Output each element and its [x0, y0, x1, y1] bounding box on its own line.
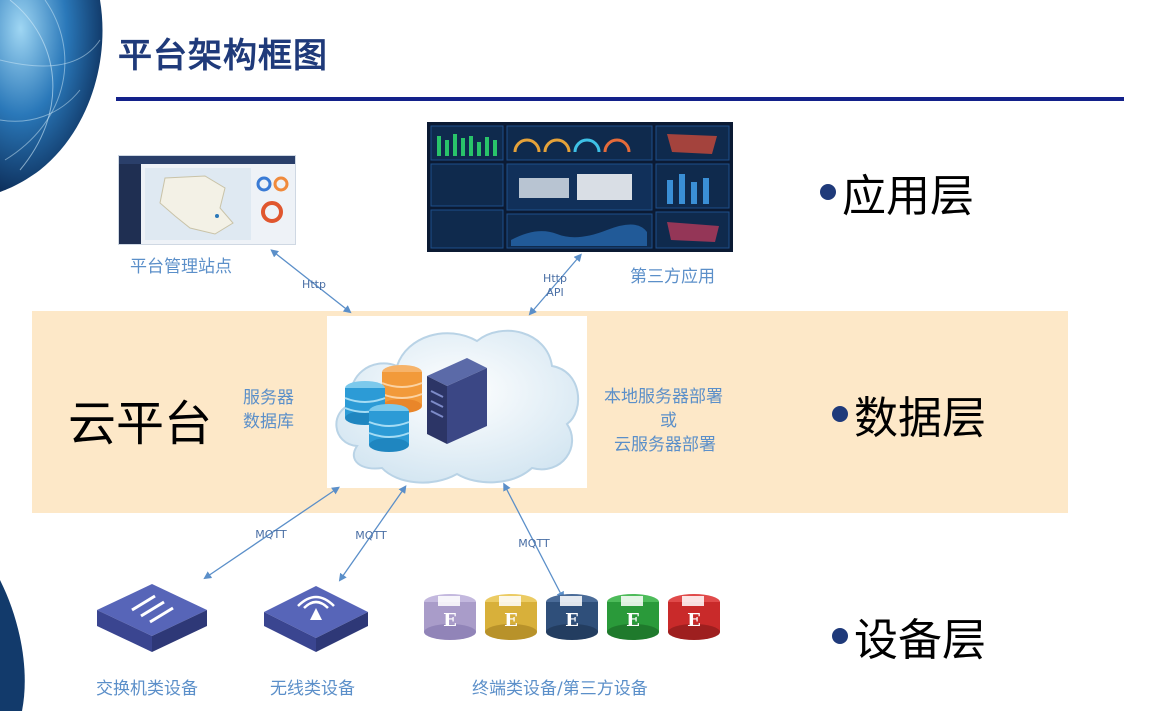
bullet-icon	[820, 184, 836, 200]
admin-site-screenshot	[118, 155, 296, 245]
cloud-platform-label: 云平台	[68, 396, 213, 452]
server-label: 服务器	[243, 388, 294, 408]
globe-decoration	[0, 0, 103, 711]
terminal-device-red-icon: E	[668, 594, 720, 640]
svg-text:E: E	[687, 610, 701, 631]
layer-device-label: 设备层	[854, 615, 986, 666]
switch-device-icon	[97, 584, 207, 652]
http-right-label: Http	[543, 272, 567, 285]
mqtt-switch-label: MQTT	[255, 528, 287, 541]
wireless-device-label: 无线类设备	[270, 679, 355, 699]
deploy-cloud: 云服务器部署	[614, 435, 716, 455]
third-party-dashboard-screenshot	[427, 122, 733, 252]
third-party-app-label: 第三方应用	[630, 267, 715, 287]
title-divider	[116, 97, 1124, 101]
layer-device: 设备层	[832, 604, 986, 668]
database-label: 数据库	[243, 412, 294, 432]
terminal-device-navy-icon: E	[546, 594, 598, 640]
svg-text:E: E	[565, 610, 579, 631]
layer-data: 数据层	[832, 382, 986, 446]
api-label: API	[546, 286, 564, 299]
deploy-local: 本地服务器部署	[604, 387, 723, 407]
layer-app: 应用层	[820, 160, 974, 224]
terminal-devices-icons: E E E E E	[424, 594, 720, 640]
svg-text:E: E	[626, 610, 640, 631]
server-tower-icon	[427, 358, 487, 444]
layer-data-label: 数据层	[854, 393, 986, 444]
switch-device-label: 交换机类设备	[96, 679, 198, 699]
wireless-device-icon	[264, 586, 368, 652]
svg-text:E: E	[443, 610, 457, 631]
terminal-device-gold-icon: E	[485, 594, 537, 640]
bullet-icon	[832, 406, 848, 422]
http-left-label: Http	[302, 278, 326, 291]
terminal-device-purple-icon: E	[424, 594, 476, 640]
database-blue-icon-2	[368, 404, 410, 452]
terminal-device-green-icon: E	[607, 594, 659, 640]
terminal-device-label: 终端类设备/第三方设备	[472, 679, 648, 699]
mqtt-terminal-label: MQTT	[518, 537, 550, 550]
bullet-icon	[832, 628, 848, 644]
page-title: 平台架构框图	[118, 36, 328, 76]
deploy-or: 或	[660, 411, 677, 431]
layer-app-label: 应用层	[842, 171, 974, 222]
svg-text:E: E	[504, 610, 518, 631]
cloud-server-icon	[335, 329, 580, 484]
mqtt-wireless-label: MQTT	[355, 529, 387, 542]
admin-site-label: 平台管理站点	[130, 257, 232, 277]
